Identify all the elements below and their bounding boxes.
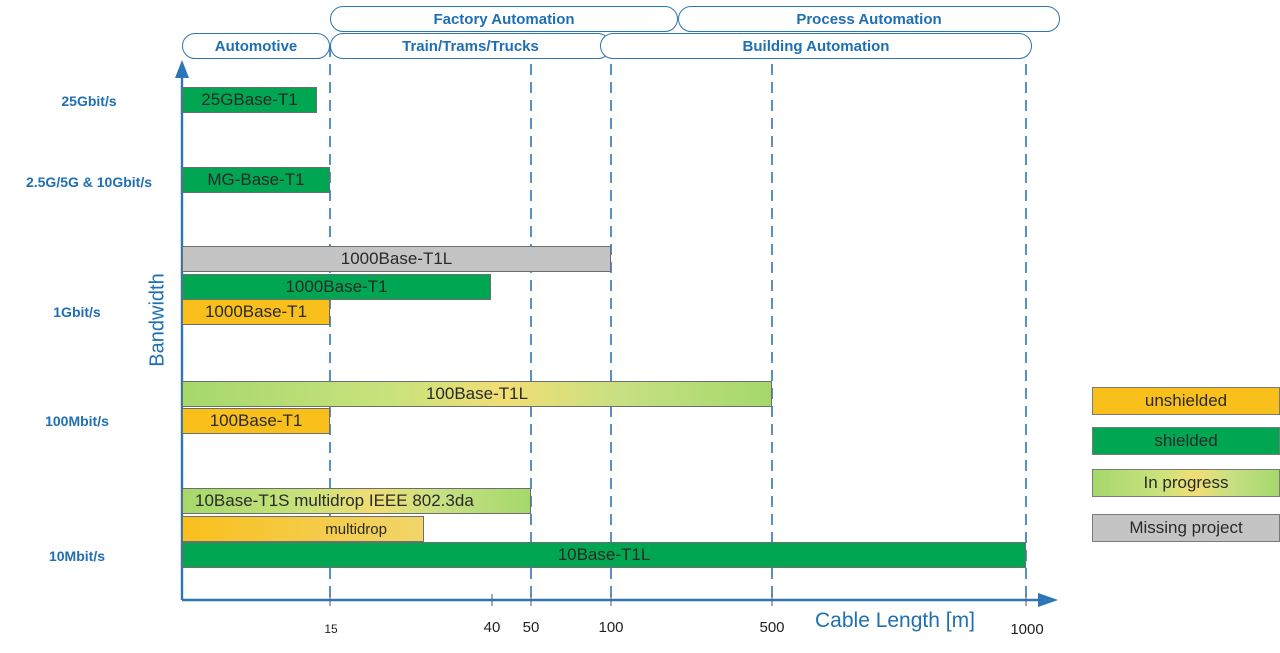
y-label-10m: 10Mbit/s	[48, 548, 105, 564]
y-label-multigig: 2.5G/5G & 10Gbit/s	[25, 174, 153, 190]
y-label-1g: 1Gbit/s	[53, 304, 101, 320]
pill-train-trams-trucks: Train/Trams/Trucks	[330, 33, 611, 59]
bar-100base-t1: 100Base-T1	[182, 408, 330, 434]
bar-1000base-t1-shielded: 1000Base-T1	[182, 274, 491, 300]
x-tick-1000: 1000	[1010, 621, 1044, 638]
bar-multidrop: multidrop	[182, 516, 424, 542]
pill-factory-automation: Factory Automation	[330, 6, 678, 32]
legend-unshielded: unshielded	[1092, 387, 1280, 415]
bar-25gbase-t1: 25GBase-T1	[182, 87, 317, 113]
x-tick-15: 15	[324, 622, 338, 636]
pill-automotive: Automotive	[182, 33, 330, 59]
bar-1000base-t1-unshielded: 1000Base-T1	[182, 299, 330, 325]
bar-100base-t1l: 100Base-T1L	[182, 381, 772, 407]
x-tick-500: 500	[759, 619, 785, 636]
y-axis-arrow	[175, 60, 189, 78]
bar-10base-t1l: 10Base-T1L	[182, 542, 1026, 568]
pill-process-automation: Process Automation	[678, 6, 1060, 32]
legend-missing-project: Missing project	[1092, 514, 1280, 542]
x-tick-50: 50	[522, 619, 540, 636]
y-label-25g: 25Gbit/s	[61, 93, 117, 109]
y-label-100m: 100Mbit/s	[45, 413, 109, 429]
bar-10base-t1s: 10Base-T1S multidrop IEEE 802.3da	[182, 488, 531, 514]
legend-shielded: shielded	[1092, 427, 1280, 455]
length-guides	[329, 46, 1027, 600]
y-axis-title: Bandwidth	[146, 273, 169, 367]
bar-1000base-t1l: 1000Base-T1L	[182, 246, 611, 272]
legend-in-progress: In progress	[1092, 469, 1280, 497]
bar-mg-base-t1: MG-Base-T1	[182, 167, 330, 193]
x-tick-100: 100	[598, 619, 624, 636]
x-axis-arrow	[1038, 593, 1058, 607]
pill-building-automation: Building Automation	[600, 33, 1032, 59]
x-tick-40: 40	[483, 619, 501, 636]
x-axis-title: Cable Length [m]	[815, 609, 975, 632]
